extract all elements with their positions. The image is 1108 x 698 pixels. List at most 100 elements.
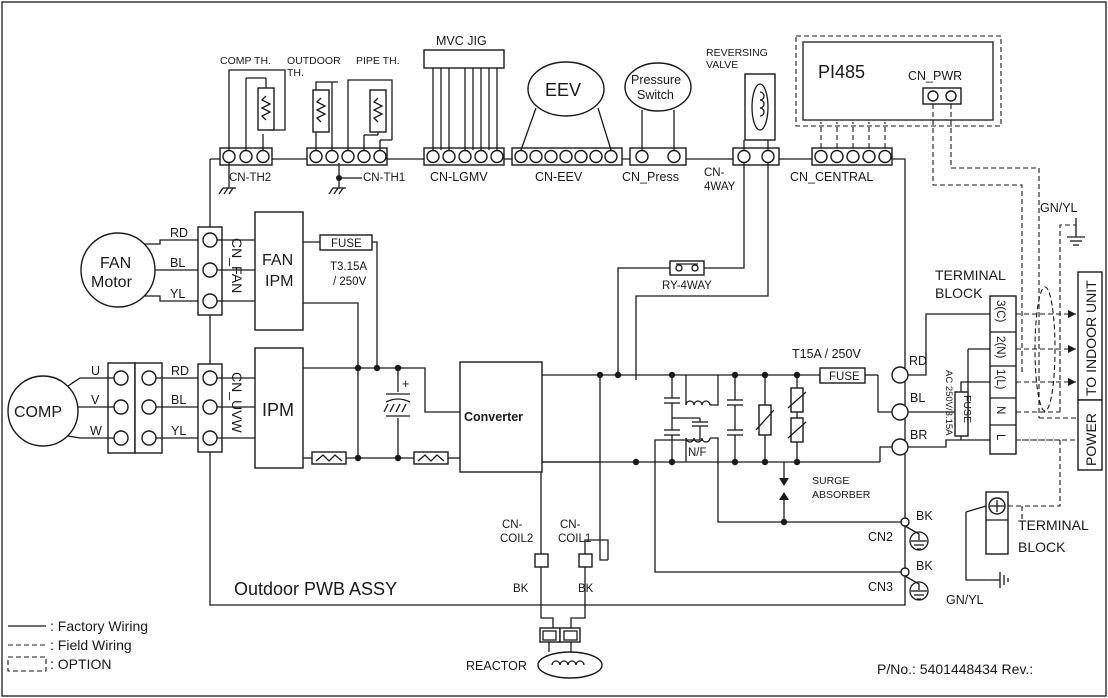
power-box bbox=[1077, 399, 1103, 471]
relay-wires bbox=[614, 163, 769, 380]
reversing-valve-coil-icon bbox=[751, 83, 769, 131]
to-indoor-unit-label: TO INDOOR UNIT bbox=[1083, 280, 1099, 396]
ground-symbol bbox=[328, 163, 362, 195]
br-terminal bbox=[891, 438, 909, 456]
electrolytic-capacitor-icon bbox=[383, 393, 411, 417]
reactor bbox=[537, 651, 603, 679]
comp-label: COMP bbox=[14, 404, 62, 421]
cn-uvw-wires bbox=[217, 377, 255, 439]
terminal-1l: 1(L) bbox=[994, 369, 1006, 390]
reactor-wire bbox=[540, 567, 554, 628]
cn-coil1-label-1: CN- bbox=[560, 519, 581, 531]
terminal-n: N bbox=[994, 406, 1006, 414]
cn-lgmv-label: CN-LGMV bbox=[430, 170, 488, 184]
compressor bbox=[7, 375, 79, 447]
power-label: POWER bbox=[1083, 413, 1099, 466]
jig-wires bbox=[432, 68, 498, 150]
surge-absorber-icon bbox=[717, 375, 905, 526]
eev-label: EEV bbox=[545, 80, 581, 100]
wire-br: BR bbox=[910, 428, 927, 442]
fan-ipm-label-2: IPM bbox=[265, 273, 293, 290]
pi485-option-outer bbox=[795, 35, 1002, 127]
filter-capacitor-icon bbox=[654, 375, 905, 573]
cn3-bk: BK bbox=[916, 559, 933, 573]
terminal-block-label-2: BLOCK bbox=[935, 285, 983, 301]
dc-bus bbox=[303, 364, 460, 465]
terminal-l: L bbox=[994, 434, 1006, 441]
cn-coil2-pin bbox=[534, 553, 549, 568]
fuse1-rating-1: T3.15A bbox=[330, 261, 367, 273]
mvc-jig-label: MVC JIG bbox=[436, 34, 487, 48]
filter-coil-icon bbox=[685, 375, 719, 462]
filter-label: N/F bbox=[688, 447, 707, 459]
pressure-wires bbox=[641, 110, 675, 150]
pressure-label-1: Pressure bbox=[631, 73, 681, 87]
fan-motor-label-2: Motor bbox=[91, 274, 133, 291]
fan-ipm-wire bbox=[303, 302, 359, 368]
terminal-block bbox=[989, 295, 1017, 455]
coil1-bk: BK bbox=[578, 583, 594, 595]
pressure-switch bbox=[624, 62, 692, 112]
comp-bl: BL bbox=[171, 393, 186, 407]
fan-wires bbox=[144, 239, 205, 302]
cn2-bk: BK bbox=[916, 509, 933, 523]
pi485-title: PI485 bbox=[818, 62, 865, 82]
cn3-terminal bbox=[900, 567, 910, 577]
reversing-valve-label-2: VALVE bbox=[706, 59, 738, 71]
fuse3-wire bbox=[960, 381, 990, 392]
comp-ipm-label: IPM bbox=[262, 400, 294, 420]
cn-th2-label: CN-TH2 bbox=[229, 172, 271, 184]
cn-fan-wires bbox=[217, 239, 255, 302]
legend-factory: : Factory Wiring bbox=[50, 618, 148, 634]
eev-wires bbox=[520, 107, 612, 151]
relay-label: RY-4WAY bbox=[662, 280, 712, 292]
pipe-th-label: PIPE TH. bbox=[356, 55, 400, 67]
eev bbox=[527, 61, 605, 117]
surge-label-1: SURGE bbox=[812, 475, 849, 487]
ground-wire bbox=[965, 505, 987, 513]
field-wiring bbox=[1016, 276, 1076, 520]
fuse2-rating: T15A / 250V bbox=[792, 347, 861, 361]
rd-terminal bbox=[891, 366, 909, 384]
outdoor-th-label-1: OUTDOOR bbox=[287, 55, 341, 67]
cn-coil2-label-1: CN- bbox=[502, 519, 523, 531]
board-title: Outdoor PWB ASSY bbox=[234, 579, 397, 599]
fuse1-wire bbox=[372, 241, 378, 368]
cn-uvw-label: CN_UVW bbox=[229, 372, 245, 433]
cn-fan-label: CN_FAN bbox=[229, 238, 245, 293]
fan-yl: YL bbox=[170, 287, 185, 301]
to-indoor-unit-box bbox=[1077, 271, 1103, 401]
comp-ipm bbox=[254, 347, 304, 469]
reactor-label: REACTOR bbox=[466, 659, 527, 673]
ground-icon bbox=[904, 525, 929, 551]
comp-thermistor bbox=[228, 69, 286, 150]
pi485-board bbox=[802, 41, 994, 121]
cn2-terminal bbox=[900, 517, 910, 527]
ground-icon bbox=[990, 572, 1009, 588]
part-number: P/No.: 5401448434 Rev.: bbox=[877, 661, 1033, 677]
bl-terminal bbox=[891, 403, 909, 421]
comp-yl: YL bbox=[171, 424, 186, 438]
outdoor-th-label-2: TH. bbox=[287, 67, 304, 79]
reactor-coil-icon bbox=[551, 660, 585, 666]
gnyl-label-upper: GN/YL bbox=[1040, 201, 1078, 215]
fan-bl: BL bbox=[170, 256, 185, 270]
surge-label-2: ABSORBER bbox=[812, 489, 871, 501]
cn-coil1-pin bbox=[578, 553, 593, 568]
reactor-wire bbox=[570, 567, 586, 628]
ground-wire bbox=[965, 512, 990, 581]
converter-label: Converter bbox=[464, 410, 523, 424]
terminal-2n: 2(N) bbox=[994, 336, 1006, 359]
cn-press-label: CN_Press bbox=[622, 170, 679, 184]
cn-eev-label: CN-EEV bbox=[535, 170, 583, 184]
gnyl-label-lower: GN/YL bbox=[946, 593, 984, 607]
pressure-label-2: Switch bbox=[637, 88, 674, 102]
legend-option: : OPTION bbox=[50, 656, 111, 672]
relay-4way bbox=[669, 260, 705, 276]
fan-ipm bbox=[254, 211, 304, 331]
terminal-block-label-1: TERMINAL bbox=[935, 267, 1006, 283]
fan-rd: RD bbox=[170, 226, 188, 240]
terminal-block-cells bbox=[990, 331, 1016, 426]
cn-pwr-label: CN_PWR bbox=[908, 69, 962, 83]
wire-rd: RD bbox=[909, 354, 927, 368]
